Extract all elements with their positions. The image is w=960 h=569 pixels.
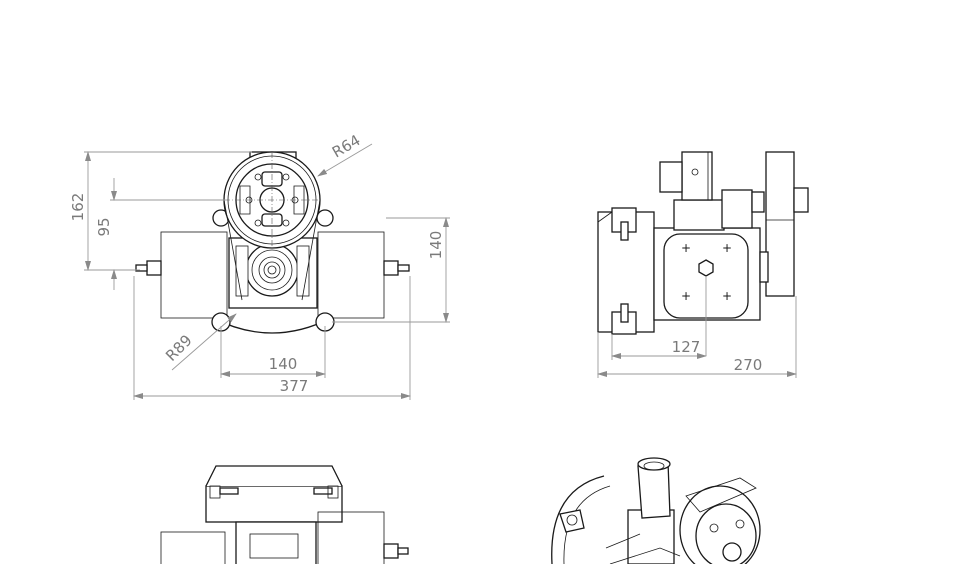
- left-spark-plug: [135, 260, 162, 276]
- svg-text:270: 270: [734, 356, 763, 374]
- dim-overall-width: 377: [133, 276, 411, 400]
- right-spark-plug: [383, 260, 410, 276]
- svg-text:+: +: [722, 289, 732, 303]
- svg-text:127: 127: [672, 338, 701, 356]
- svg-text:140: 140: [269, 355, 298, 373]
- svg-text:+: +: [722, 241, 732, 255]
- svg-text:377: 377: [280, 377, 309, 395]
- svg-text:95: 95: [95, 217, 113, 236]
- dim-r64: R64: [317, 131, 373, 177]
- dim-mount-to-centre: 127: [611, 334, 707, 360]
- svg-text:+: +: [681, 241, 691, 255]
- right-cylinder-fins: [317, 231, 385, 319]
- dim-crank-height: 95: [95, 178, 225, 290]
- dim-overall-length: 270: [597, 296, 797, 378]
- svg-text:R64: R64: [329, 131, 364, 161]
- isometric-view: [551, 457, 761, 569]
- svg-text:R89: R89: [162, 331, 196, 365]
- dim-mount-spacing: 140: [220, 326, 326, 378]
- svg-text:162: 162: [69, 193, 87, 222]
- crank-hub: [245, 243, 299, 297]
- prop-drive-disk: [765, 151, 795, 297]
- svg-text:140: 140: [427, 231, 445, 260]
- svg-text:+: +: [681, 289, 691, 303]
- front-view: 162 95 R64 140 R89 140: [69, 131, 450, 400]
- dim-cylinder-head-height: 140: [332, 217, 450, 323]
- side-view: + + + + 127 270: [597, 151, 809, 378]
- top-view: [160, 465, 409, 569]
- left-cylinder-fins: [160, 231, 228, 319]
